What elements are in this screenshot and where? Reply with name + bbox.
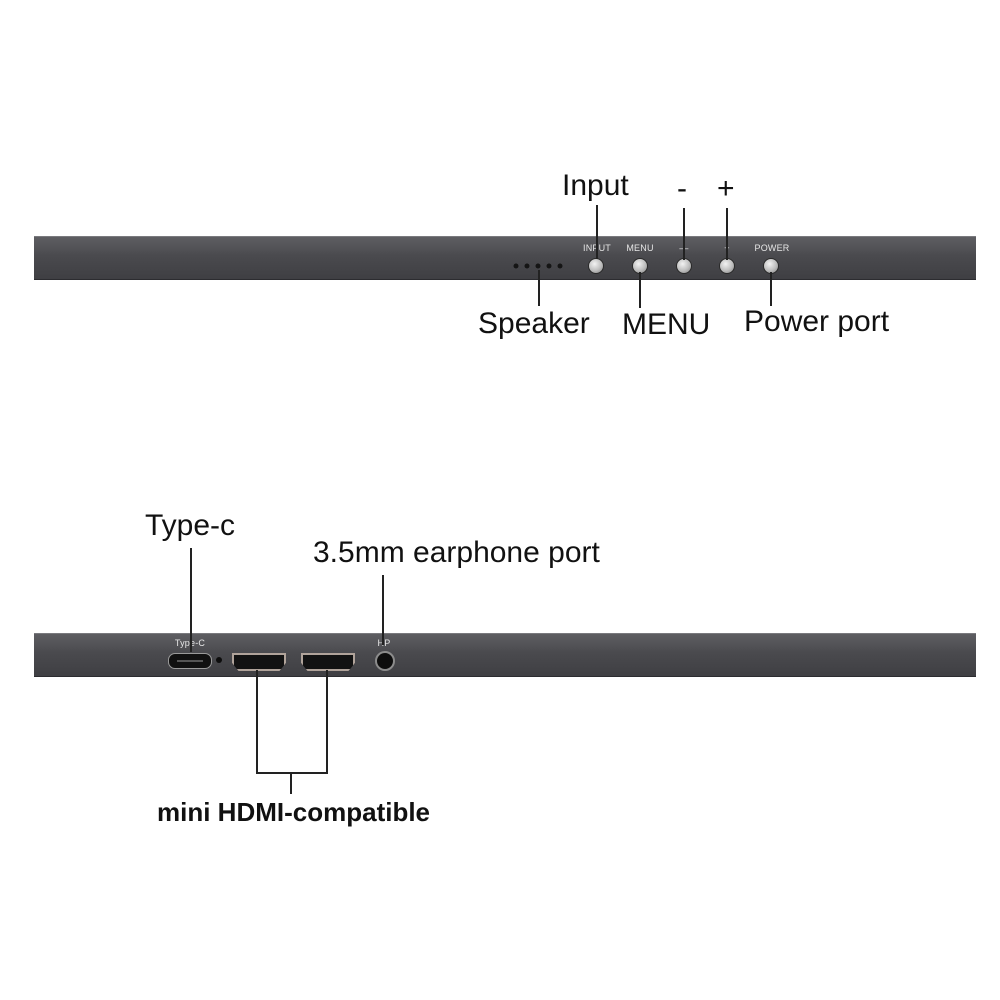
leader-typec <box>190 548 192 652</box>
callout-minus: - <box>677 172 687 205</box>
minus-button[interactable] <box>676 258 692 274</box>
speaker-hole <box>535 263 541 269</box>
speaker-hole <box>513 263 519 269</box>
leader-earphone <box>382 575 384 645</box>
speaker-hole <box>557 263 563 269</box>
leader-menu <box>639 272 641 308</box>
typec-port[interactable] <box>168 653 212 669</box>
callout-speaker: Speaker <box>478 307 590 340</box>
earphone-jack[interactable] <box>375 651 395 671</box>
callout-input: Input <box>562 169 629 202</box>
mini-hdmi-port-1[interactable] <box>232 653 286 671</box>
silk-power-label: POWER <box>754 243 790 253</box>
leader-input <box>596 205 598 259</box>
speaker-hole <box>524 263 530 269</box>
callout-typec: Type-c <box>145 509 236 542</box>
callout-earphone-port: 3.5mm earphone port <box>313 536 600 569</box>
callout-plus: + <box>717 172 735 205</box>
input-button[interactable] <box>588 258 604 274</box>
leader-hdmi-bracket <box>256 772 328 774</box>
monitor-top-edge-panel <box>34 236 976 280</box>
leader-hdmi-right <box>326 670 328 774</box>
leader-hdmi-stem <box>290 772 292 794</box>
plus-button[interactable] <box>719 258 735 274</box>
mini-hdmi-port-2[interactable] <box>301 653 355 671</box>
callout-menu: MENU <box>622 308 711 341</box>
callout-mini-hdmi: mini HDMI-compatible <box>157 797 431 827</box>
silk-menu-label: MENU <box>626 243 654 253</box>
indicator-led <box>216 657 222 663</box>
leader-plus <box>726 208 728 260</box>
leader-power <box>770 272 772 306</box>
speaker-hole <box>546 263 552 269</box>
silk-typec-label: Type-C <box>175 638 205 648</box>
leader-speaker <box>538 270 540 306</box>
callout-power-port: Power port <box>744 305 890 338</box>
silk-hp-label: HP <box>377 638 391 648</box>
leader-hdmi-left <box>256 670 258 774</box>
leader-minus <box>683 208 685 260</box>
